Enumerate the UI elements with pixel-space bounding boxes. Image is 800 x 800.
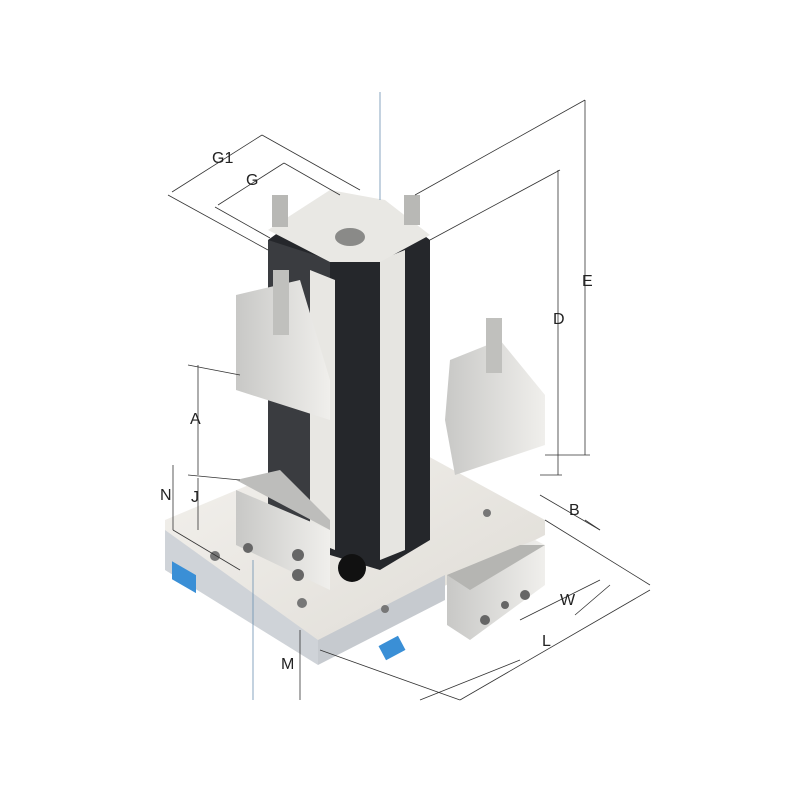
logo-g-icon bbox=[172, 561, 196, 594]
bolt bbox=[404, 195, 420, 225]
dimension-lines bbox=[167, 92, 651, 701]
dim-label-g: G bbox=[246, 172, 259, 189]
vise-right bbox=[445, 318, 545, 475]
dim-label-w: W bbox=[560, 592, 576, 609]
dim-label-g1: G1 bbox=[212, 150, 234, 167]
dim-label-n: N bbox=[160, 487, 172, 504]
dim-label-b: B bbox=[569, 502, 580, 519]
jaw-front-right bbox=[447, 540, 545, 640]
vise-upper-left bbox=[236, 270, 330, 420]
dim-label-m: M bbox=[281, 656, 295, 673]
dim-label-a: A bbox=[190, 411, 201, 428]
logo-g-icon-2 bbox=[378, 635, 406, 661]
vise-lower-left bbox=[236, 470, 330, 590]
dim-label-l: L bbox=[542, 633, 551, 650]
dim-label-e: E bbox=[582, 273, 593, 290]
dim-label-d: D bbox=[553, 311, 565, 328]
dim-label-j: J bbox=[191, 489, 199, 506]
bolt bbox=[272, 195, 288, 227]
